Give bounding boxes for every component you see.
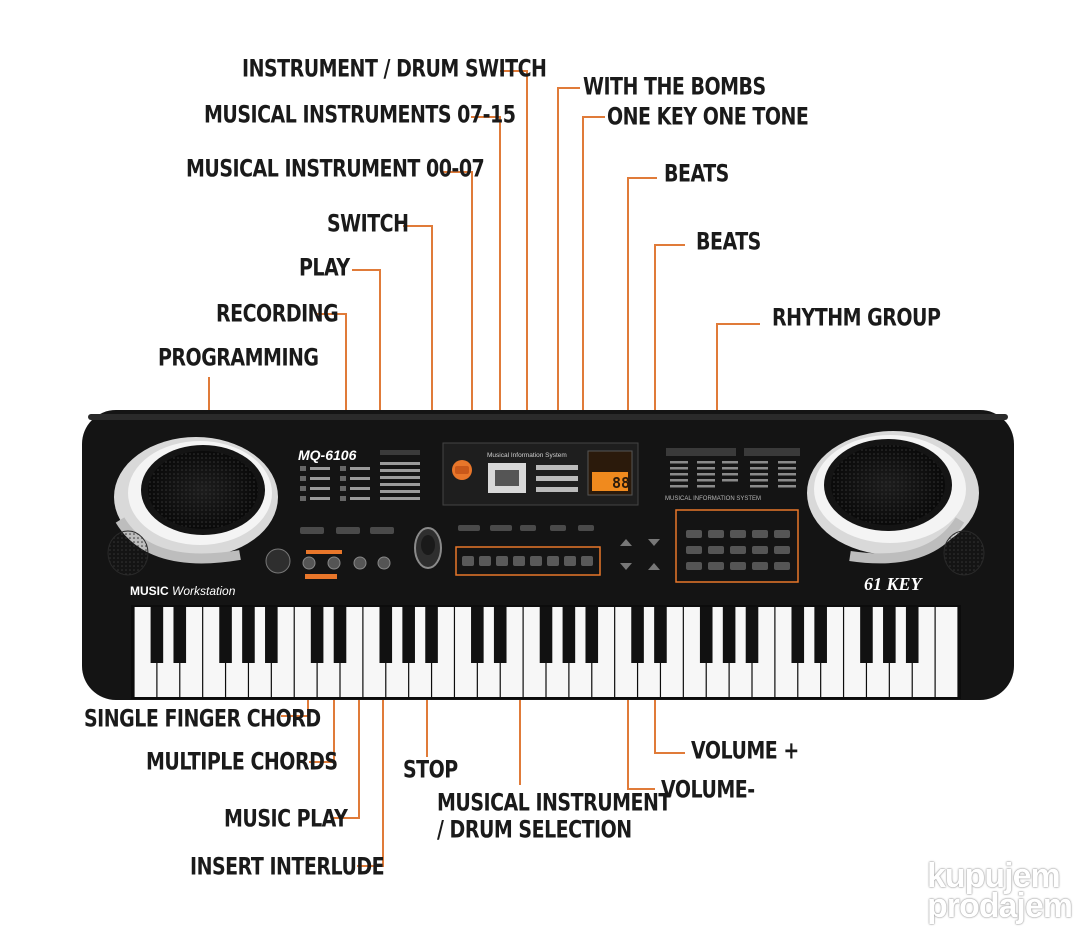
right-speaker [807,431,979,564]
white-key [935,607,958,697]
model-name: MQ-6106 [298,447,357,463]
label-volume-plus: VOLUME + [691,737,799,765]
workstation-text: Workstation [172,584,236,598]
label-stop: STOP [403,756,458,784]
black-key [219,607,232,663]
label-volume-minus: VOLUME- [661,776,755,804]
panel-caption: MUSICAL INFORMATION SYSTEM [665,496,761,502]
label-musical-instruments-07-15: MUSICAL INSTRUMENTS 07-15 [204,101,516,129]
leader-musical-instruments-07-15 [471,116,501,525]
display-panel: Musical Information System 88 [442,442,639,506]
label-recording: RECORDING [216,300,339,328]
label-multiple-chords: MULTIPLE CHORDS [146,748,338,776]
black-key [791,607,805,663]
label-single-finger-chord: SINGLE FINGER CHORD [84,705,321,733]
black-key [745,607,759,663]
black-key [585,607,599,663]
black-keys [150,607,919,663]
black-key [654,607,667,663]
leader-musical-instrument-00-07 [443,171,473,525]
black-key [814,607,827,663]
black-key [379,607,393,663]
label-musical-instrument-00-07: MUSICAL INSTRUMENT 00-07 [186,155,485,183]
left-buttons [300,525,594,534]
instrument-selection-bank [455,546,601,576]
rhythm-group-box [675,509,799,583]
label-instrument-drum-switch: INSTRUMENT / DRUM SWITCH [242,55,547,83]
black-key [631,607,644,663]
black-key [173,607,187,663]
label-insert-interlude: INSERT INTERLUDE [190,853,385,881]
leader-one-key-one-tone [582,116,605,525]
key-count-badge: 61 KEY [864,574,924,594]
black-key [242,607,255,663]
label-beats-1: BEATS [664,160,729,188]
label-switch: SWITCH [327,210,409,238]
label-with-the-bombs: WITH THE BOMBS [583,73,766,101]
label-beats-2: BEATS [696,228,761,256]
svg-text:MUSIC Workstation: MUSIC Workstation [130,584,236,598]
black-key [493,607,507,663]
black-key [425,607,438,663]
display-title: Musical Information System [487,452,567,459]
watermark-line2: prodajem [926,887,1073,925]
black-key [471,607,484,663]
black-key [562,607,576,663]
black-key [722,607,736,663]
label-rhythm-group: RHYTHM GROUP [772,304,941,332]
black-key [699,607,713,663]
black-key [265,607,278,663]
left-speaker [114,437,278,564]
tone-lists: MUSICAL INFORMATION SYSTEM [665,448,800,502]
brand-text: MUSIC [130,584,169,598]
black-key [150,607,164,663]
chord-buttons [302,556,391,570]
black-key [402,607,415,663]
black-key [883,607,896,663]
leader-instrument-drum-switch [500,70,528,525]
black-key [333,607,347,663]
watermark-line1: kupujem [926,857,1061,895]
black-key [310,607,324,663]
black-key [905,607,919,663]
display-readout: 88 [612,474,630,492]
black-key [860,607,873,663]
label-drum-selection-line2: / DRUM SELECTION [437,816,632,844]
label-one-key-one-tone: ONE KEY ONE TONE [607,103,809,131]
label-drum-selection-line1: MUSICAL INSTRUMENT [437,789,671,817]
tempo-volume-arrows [620,539,660,570]
label-programming: PROGRAMMING [158,344,319,372]
label-play: PLAY [299,254,350,282]
leader-with-the-bombs [557,87,580,525]
watermark: kupujem prodajem [926,857,1073,925]
label-music-play: MUSIC PLAY [224,805,348,833]
black-key [539,607,553,663]
